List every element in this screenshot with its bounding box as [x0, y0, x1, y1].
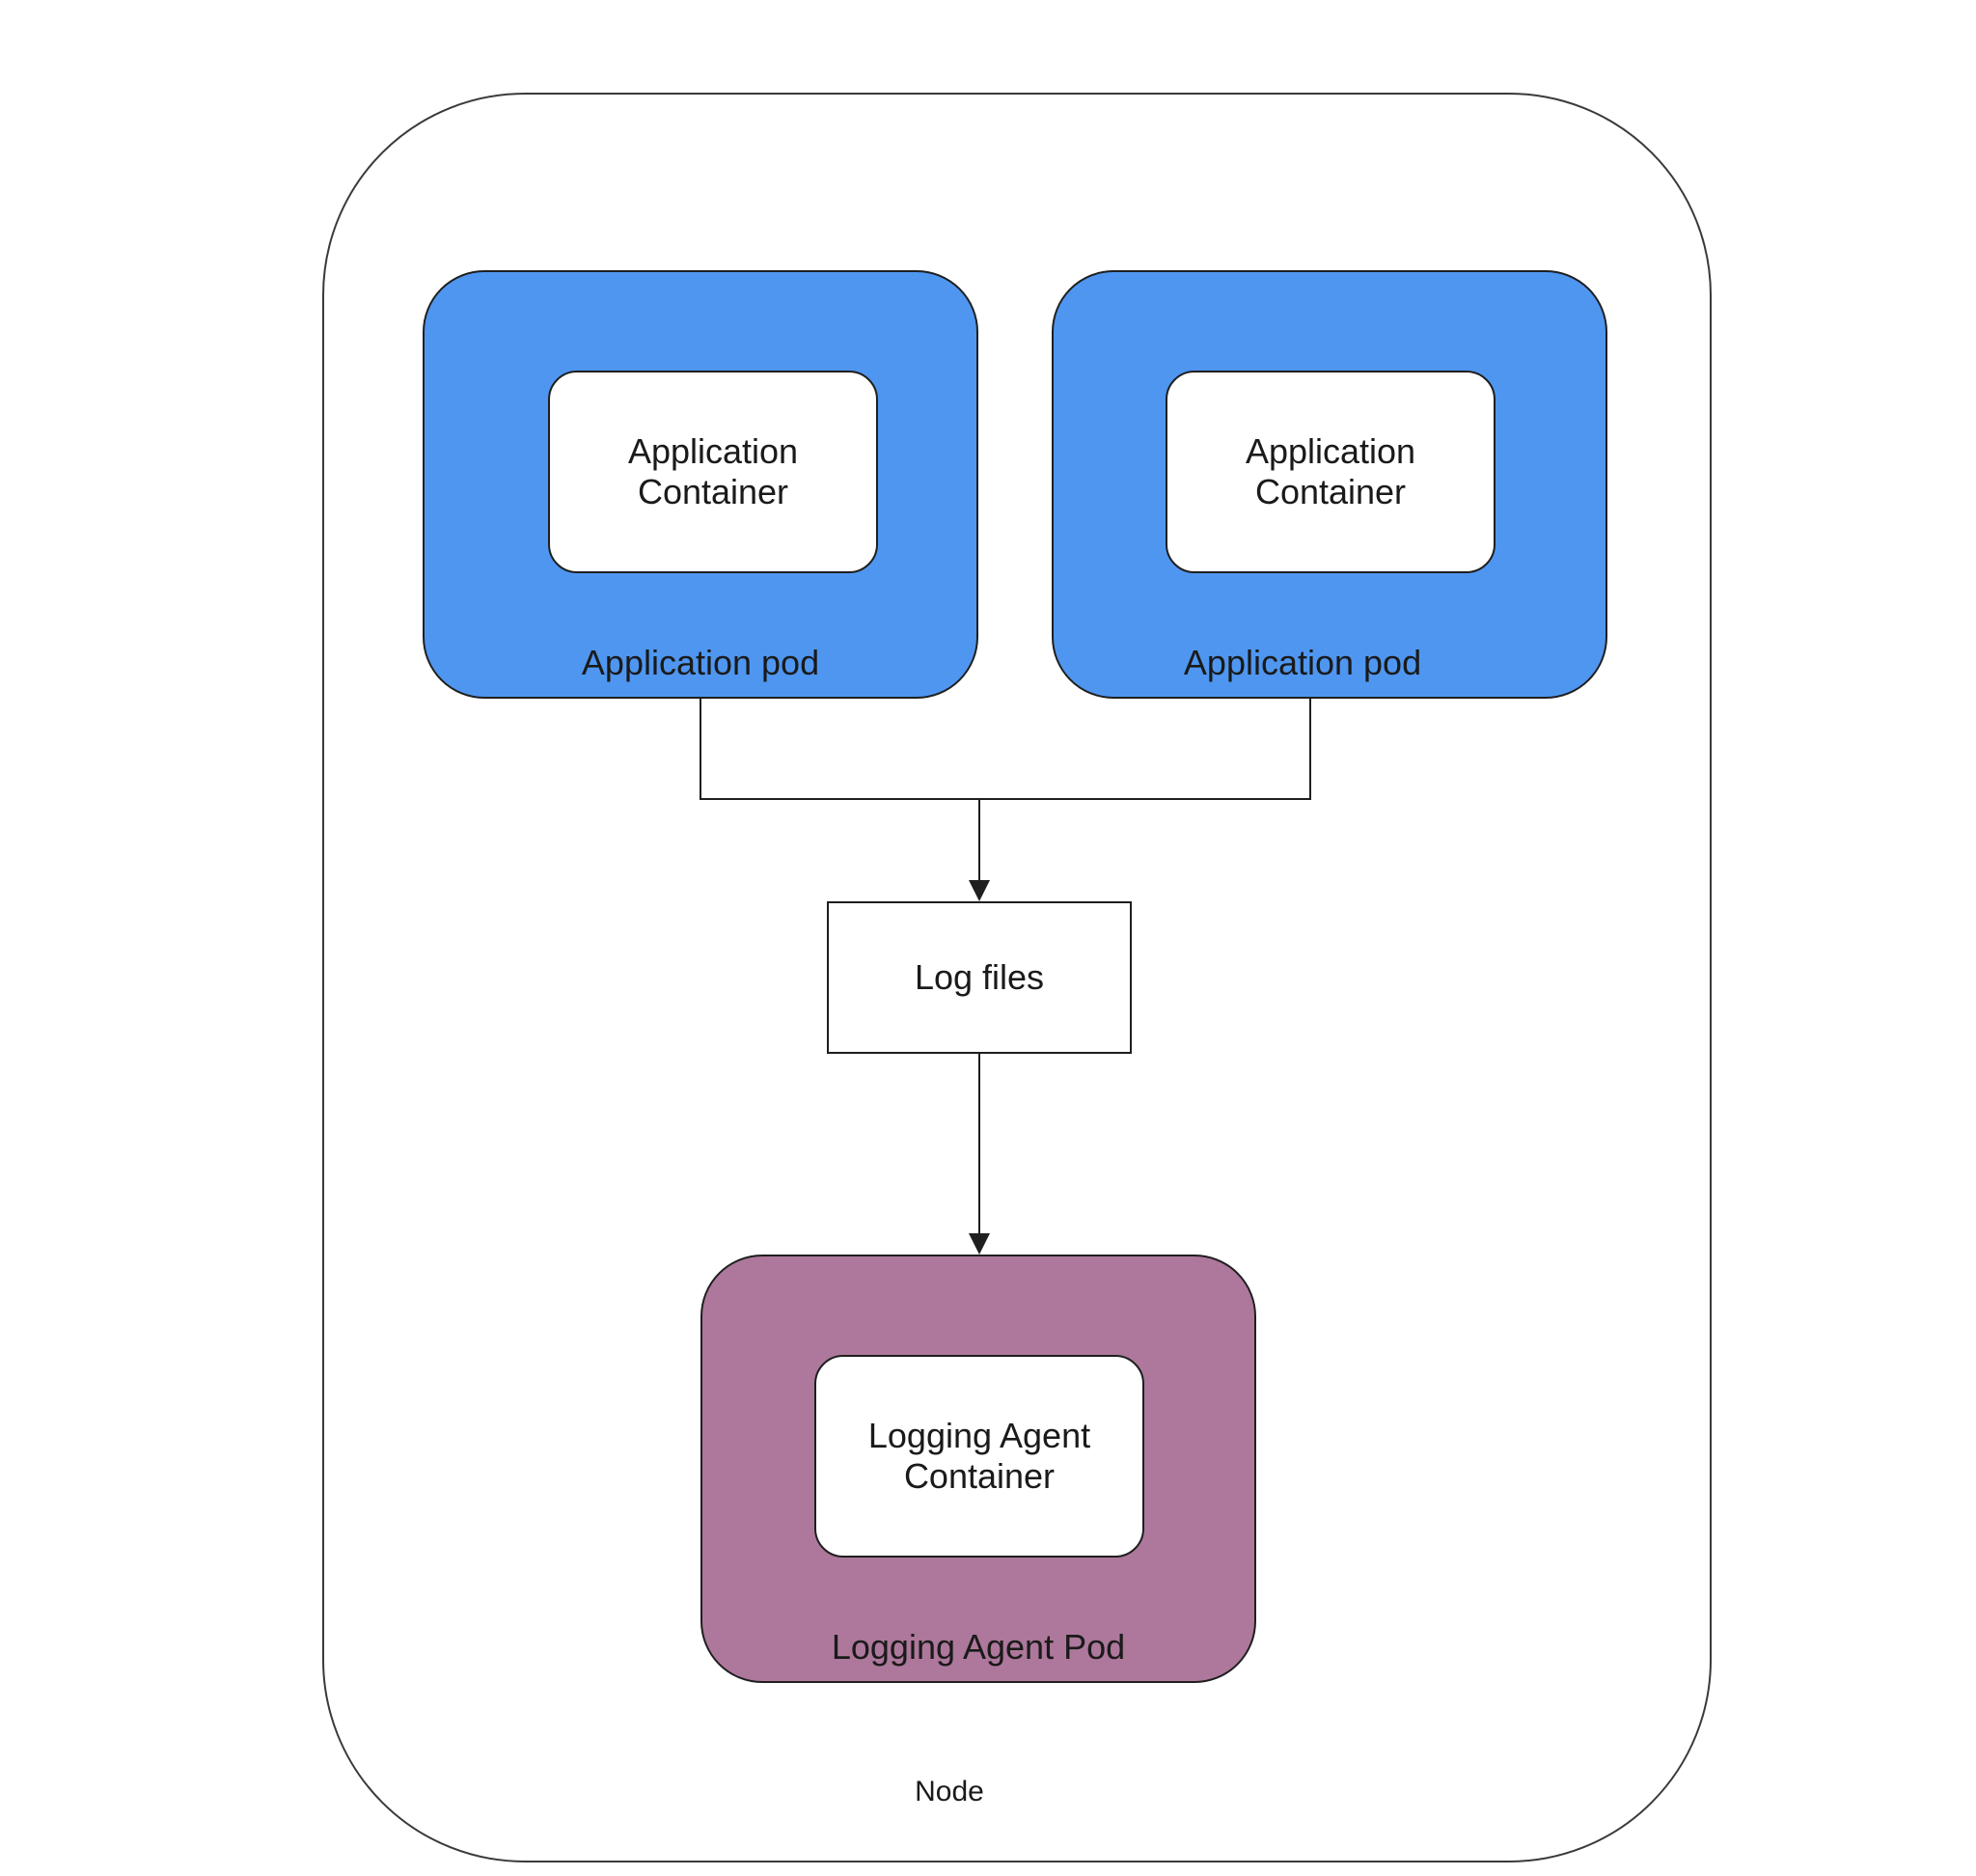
log-files-label: Log files — [914, 957, 1045, 997]
logging-agent-pod-label: Logging Agent Pod — [831, 1627, 1126, 1667]
node-label: Node — [915, 1776, 984, 1807]
logging-agent-container: Logging Agent Container — [814, 1355, 1144, 1558]
application-container-1: Application Container — [548, 371, 878, 573]
application-pod-1-label: Application pod — [581, 643, 820, 682]
log-files-box: Log files — [827, 901, 1132, 1054]
application-pod-2-label: Application pod — [1183, 643, 1422, 682]
application-container-2: Application Container — [1166, 371, 1496, 573]
